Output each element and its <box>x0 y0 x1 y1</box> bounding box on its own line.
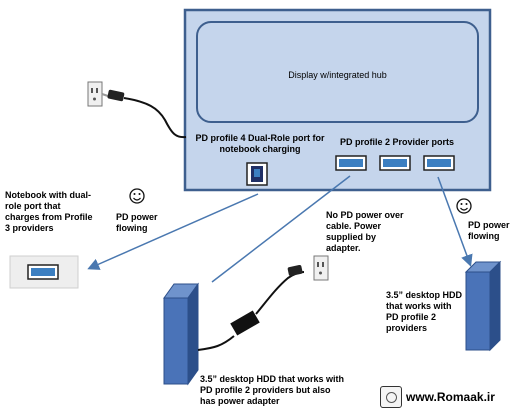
smiley-icon <box>129 188 145 204</box>
notebook-port-box <box>9 255 79 289</box>
provider-port-2-icon <box>379 155 411 171</box>
adapter-cord <box>255 271 305 315</box>
notebook-label: Notebook with dual-role port that charge… <box>5 190 93 233</box>
dual-role-port-icon <box>246 162 268 186</box>
left-power-flow-label: PD power flowing <box>116 212 158 233</box>
monitor-power-cord <box>123 97 187 139</box>
left-hdd-plug-icon <box>287 265 303 276</box>
left-hdd-wall-outlet-icon <box>313 255 329 281</box>
power-adapter-icon <box>230 310 260 336</box>
arrow-to-notebook <box>87 193 259 270</box>
provider-ports-label: PD profile 2 Provider ports <box>340 137 455 147</box>
right-hdd-drive <box>464 260 502 352</box>
wall-outlet-icon <box>87 81 103 107</box>
smiley-icon <box>456 198 472 214</box>
provider-port-3-icon <box>423 155 455 171</box>
left-hdd-drive <box>163 282 199 386</box>
display-title: Display w/integrated hub <box>288 70 387 80</box>
arrow-to-right-hdd <box>437 176 473 267</box>
provider-port-1-icon <box>335 155 367 171</box>
arrow-to-left-hdd <box>211 175 351 283</box>
right-power-flow-label: PD power flowing <box>468 220 510 241</box>
display-screen <box>196 21 479 123</box>
brand-logo-icon <box>380 386 402 408</box>
power-plug-icon <box>101 89 125 102</box>
left-hdd-power-cord <box>197 335 235 351</box>
left-hdd-label: 3.5” desktop HDD that works with PD prof… <box>200 374 345 406</box>
middle-no-power-label: No PD power over cable. Power supplied b… <box>326 210 404 253</box>
brand-site-link[interactable]: www.Romaak.ir <box>406 390 495 404</box>
right-hdd-label: 3.5” desktop HDD that works with PD prof… <box>386 290 463 333</box>
dual-role-port-label: PD profile 4 Dual-Role port for notebook… <box>195 133 325 154</box>
